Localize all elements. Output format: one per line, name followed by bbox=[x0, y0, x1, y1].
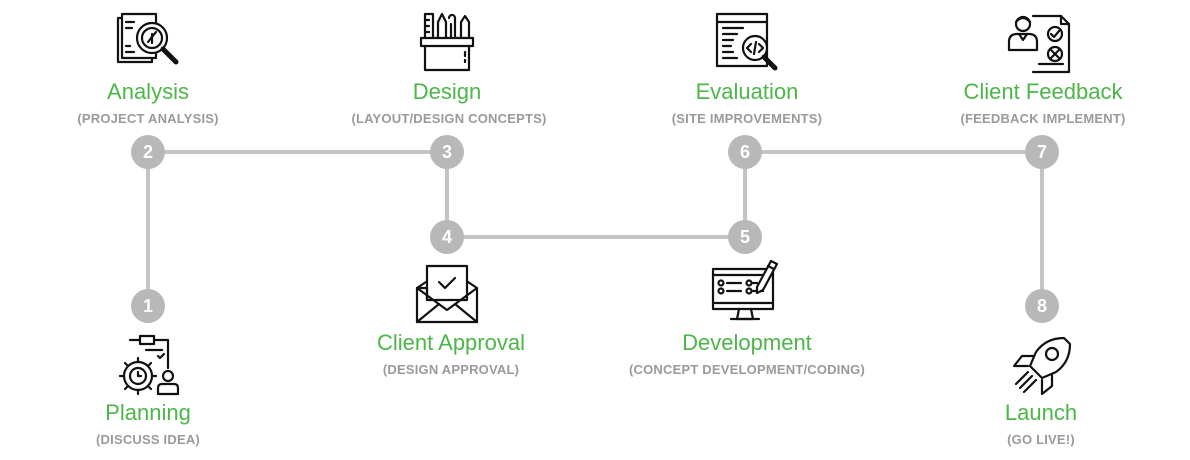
connector-line bbox=[745, 150, 1042, 154]
evaluation-code-magnifier-icon bbox=[709, 8, 781, 80]
step-number-1: 1 bbox=[131, 289, 165, 323]
step-title-evaluation: Evaluation bbox=[695, 79, 799, 104]
step-title-client-approval: Client Approval bbox=[377, 330, 525, 355]
step-subtitle-design: (LAYOUT/DESIGN CONCEPTS) bbox=[351, 111, 547, 126]
step-number-6: 6 bbox=[728, 135, 762, 169]
step-number-5: 5 bbox=[728, 220, 762, 254]
connector-line bbox=[1040, 152, 1044, 306]
step-subtitle-planning: (DISCUSS IDEA) bbox=[96, 432, 200, 447]
step-number-7: 7 bbox=[1025, 135, 1059, 169]
step-subtitle-development: (CONCEPT DEVELOPMENT/CODING) bbox=[629, 362, 865, 377]
approval-envelope-check-icon bbox=[411, 258, 483, 330]
step-subtitle-analysis: (PROJECT ANALYSIS) bbox=[77, 111, 219, 126]
step-subtitle-evaluation: (SITE IMPROVEMENTS) bbox=[671, 111, 823, 126]
step-title-client-feedback: Client Feedback bbox=[963, 79, 1123, 104]
step-subtitle-launch: (GO LIVE!) bbox=[1007, 432, 1075, 447]
connector-line bbox=[447, 235, 745, 239]
feedback-person-checklist-icon bbox=[1005, 8, 1077, 80]
step-subtitle-client-feedback: (FEEDBACK IMPLEMENT) bbox=[960, 111, 1126, 126]
step-subtitle-client-approval: (DESIGN APPROVAL) bbox=[382, 362, 520, 377]
step-number-3: 3 bbox=[430, 135, 464, 169]
step-title-design: Design bbox=[412, 79, 482, 104]
step-title-planning: Planning bbox=[105, 400, 191, 425]
connector-line bbox=[445, 152, 449, 238]
connector-line bbox=[148, 150, 447, 154]
analysis-magnifier-icon bbox=[112, 8, 184, 80]
planning-gear-clipboard-icon bbox=[112, 330, 184, 402]
launch-rocket-icon bbox=[1006, 330, 1078, 402]
step-number-8: 8 bbox=[1025, 289, 1059, 323]
step-number-2: 2 bbox=[131, 135, 165, 169]
step-title-analysis: Analysis bbox=[107, 79, 189, 104]
development-monitor-pencil-icon bbox=[709, 255, 781, 327]
connector-line bbox=[146, 150, 150, 306]
step-number-4: 4 bbox=[430, 220, 464, 254]
step-title-development: Development bbox=[682, 330, 812, 355]
connector-line bbox=[743, 152, 747, 238]
design-tools-cup-icon bbox=[411, 8, 483, 80]
step-title-launch: Launch bbox=[1004, 400, 1078, 425]
